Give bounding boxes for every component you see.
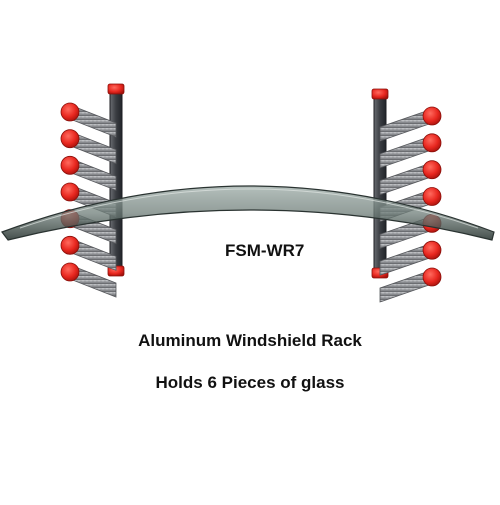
right-rack-bracket xyxy=(371,88,442,303)
right-top-clip xyxy=(371,88,389,100)
product-title: Aluminum Windshield Rack xyxy=(138,331,362,350)
product-subtitle: Holds 6 Pieces of glass xyxy=(155,373,345,392)
right-arm-cap-7 xyxy=(422,267,442,287)
left-arm-cap-2 xyxy=(60,129,80,149)
left-top-clip xyxy=(107,83,125,95)
left-arm-cap-6 xyxy=(60,235,80,255)
product-code: FSM-WR7 xyxy=(225,241,305,260)
left-arm-cap-1 xyxy=(60,102,80,122)
left-arm-cap-4 xyxy=(60,182,80,202)
right-arm-cap-1 xyxy=(422,106,442,126)
right-arm-cap-6 xyxy=(422,240,442,260)
right-arm-cap-2 xyxy=(422,133,442,153)
left-arm-cap-7 xyxy=(60,262,80,282)
left-rack-bracket xyxy=(60,83,125,298)
right-arm-cap-4 xyxy=(422,187,442,206)
left-arm-cap-3 xyxy=(60,155,80,175)
windshield-glass-highlight xyxy=(19,188,479,229)
right-arm-cap-3 xyxy=(422,160,442,180)
